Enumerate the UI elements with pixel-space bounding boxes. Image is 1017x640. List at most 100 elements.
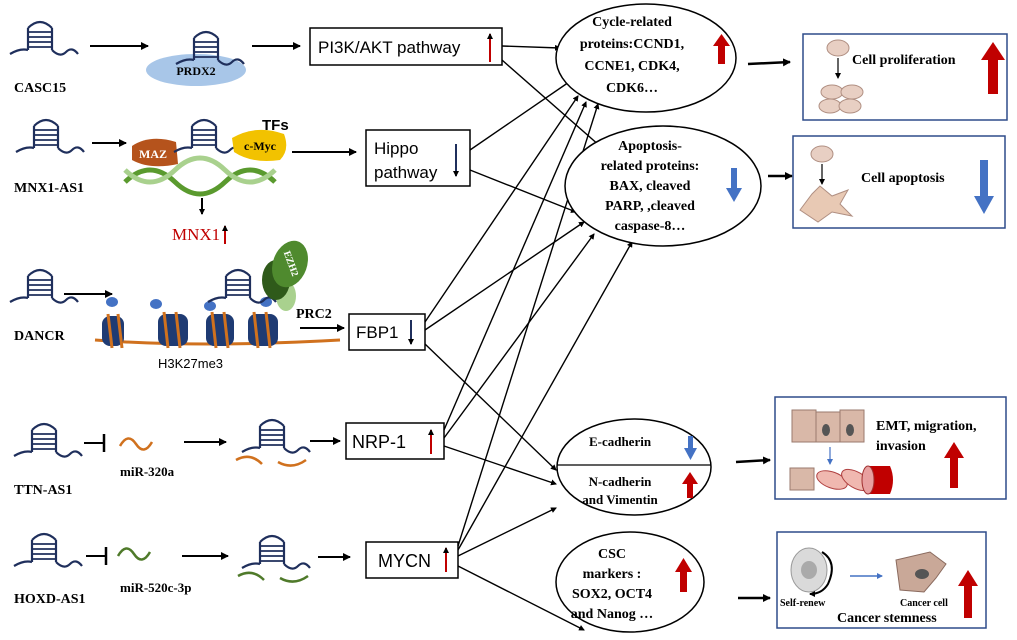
fbp1-emt-arrow: [424, 343, 557, 471]
mycn-apoptosis-arrow: [457, 241, 633, 551]
csc-markers-node: CSC markers : SOX2, OCT4 and Nanog …: [555, 531, 705, 633]
mnx1-bound-rna-icon: [172, 118, 244, 154]
apoptosis-line-2: related proteins:: [601, 159, 700, 174]
emt-label-1: EMT, migration,: [876, 419, 976, 434]
mnx1-row: MNX1-AS1 MAZ c-Myc TFs MNX1: [14, 117, 357, 244]
cycle-outcome-arrow: [747, 58, 791, 67]
dna-strand-b: [123, 155, 277, 185]
apoptotic-cell: [799, 185, 854, 223]
cycle-line-1: Cycle-related: [592, 15, 672, 30]
ncad-up-arrow-shaft: [687, 482, 693, 498]
self-renew-loop-arrow: [809, 551, 833, 597]
ncadherin-line-1: N-cadherin: [589, 474, 653, 489]
stemness-up-arrow-shaft: [964, 584, 972, 618]
pi3k-label: PI3K/AKT pathway: [318, 38, 461, 57]
hoxd-row: HOXD-AS1 miR-520c-3p: [12, 532, 351, 607]
proliferation-cell-cluster: [838, 98, 862, 114]
ecad-down-arrow-shaft: [688, 436, 693, 450]
ecadherin-label: E-cadherin: [589, 434, 652, 449]
apoptosis-outcome-box: Cell apoptosis: [792, 135, 1006, 229]
fbp1-label: FBP1: [356, 323, 399, 342]
ttn-bound-rna-icon: [240, 418, 312, 454]
proliferation-box: Cell proliferation: [802, 33, 1008, 121]
nrp1-label: NRP-1: [352, 432, 406, 452]
hoxd-as1-rna-icon: [12, 532, 84, 568]
csc-up-arrow-head: [675, 558, 692, 572]
casc15-row: CASC15 PRDX2: [8, 20, 301, 96]
pi3k-cycle-arrow: [501, 44, 561, 51]
nrp1-apoptosis-arrow: [443, 233, 595, 439]
proliferation-up-arrow-head: [981, 42, 1005, 60]
cadherin-outcome-arrow: [735, 456, 771, 465]
ncad-up-arrow-head: [682, 472, 698, 484]
nrp1-box: NRP-1: [345, 422, 445, 460]
emt-up-arrow-head: [944, 442, 964, 458]
nrp1-emt-arrow: [443, 445, 557, 486]
hoxd-as1-label: HOXD-AS1: [14, 592, 86, 607]
cell-apoptosis-down-arrow-shaft: [980, 160, 988, 198]
hippo-box: Hippo pathway: [365, 129, 471, 187]
emt-label-2: invasion: [876, 439, 926, 454]
h3k27me3-label: H3K27me3: [158, 356, 223, 371]
pi3k-apoptosis-arrow: [501, 59, 601, 147]
apoptosis-proteins-node: Apoptosis- related proteins: BAX, cleave…: [564, 125, 762, 247]
mesenchymal-cell-1: [816, 470, 848, 490]
maz-label: MAZ: [139, 147, 167, 161]
mycn-csc-arrow: [457, 565, 585, 631]
ttn-as1-rna-icon: [12, 422, 84, 458]
apoptosis-cell-top: [810, 145, 834, 163]
proliferation-up-arrow-shaft: [988, 58, 998, 94]
csc-line-3: SOX2, OCT4: [572, 587, 652, 602]
stemness-up-arrow-head: [958, 570, 978, 586]
ecad-down-arrow-head: [684, 448, 697, 460]
hippo-label-1: Hippo: [374, 139, 418, 158]
dancr-rna-icon: [8, 268, 80, 304]
mycn-emt-arrow: [457, 507, 557, 557]
cancer-stemness-label: Cancer stemness: [837, 611, 937, 626]
ttn-row: TTN-AS1 miR-320a: [12, 418, 341, 498]
csc-line-2: markers :: [583, 567, 642, 582]
cancer-cell-label: Cancer cell: [900, 598, 948, 609]
nrp1-cycle-arrow: [443, 101, 587, 431]
apoptosis-down-arrow-shaft: [731, 168, 737, 190]
prdx2-label: PRDX2: [176, 64, 215, 78]
cmyc-protein: [232, 129, 287, 161]
hoxd-bound-rna-icon: [240, 534, 312, 570]
cycle-line-2: proteins:CCND1,: [580, 37, 684, 52]
cycle-proteins-node: Cycle-related proteins:CCND1, CCNE1, CDK…: [555, 3, 737, 113]
maz-protein: [132, 138, 178, 167]
fbp1-box: FBP1: [348, 313, 426, 351]
hippo-cycle-arrow: [469, 79, 573, 151]
cell-apoptosis-down-arrow-head: [974, 196, 994, 214]
self-renew-label: Self-renew: [780, 598, 826, 609]
mnx1-as1-rna-icon: [14, 118, 86, 154]
hippo-label-2: pathway: [374, 163, 438, 182]
mir320a-label: miR-320a: [120, 464, 175, 479]
cycle-line-3: CCNE1, CDK4,: [584, 59, 679, 74]
cmyc-label: c-Myc: [244, 139, 277, 153]
ezh2-protein: [272, 240, 308, 288]
mycn-label: MYCN: [378, 551, 431, 571]
apoptosis-line-5: caspase-8…: [615, 219, 686, 234]
cycle-up-arrow-shaft: [718, 44, 725, 64]
proliferation-cell-top: [826, 39, 850, 57]
csc-line-1: CSC: [598, 547, 626, 562]
casc15-rna-icon: [8, 20, 80, 56]
apoptosis-line-4: PARP, ,cleaved: [605, 199, 695, 214]
apoptosis-line-1: Apoptosis-: [618, 139, 682, 154]
csc-line-4: and Nanog …: [571, 607, 653, 622]
dancr-row: DANCR EZH2 PRC2 H3K27me3: [8, 240, 345, 371]
emt-box: EMT, migration, invasion: [774, 396, 1007, 500]
dancr-label: DANCR: [14, 329, 65, 344]
csc-up-arrow-shaft: [680, 570, 687, 592]
mycn-box: MYCN: [365, 541, 459, 579]
cycle-up-arrow-head: [713, 34, 730, 46]
ttn-as1-label: TTN-AS1: [14, 483, 72, 498]
pi3k-box: PI3K/AKT pathway: [309, 27, 503, 66]
stemness-box: Self-renew Cancer cell Cancer stemness: [776, 531, 987, 629]
proliferation-label: Cell proliferation: [852, 53, 956, 68]
tfs-label: TFs: [262, 117, 289, 134]
fbp1-apoptosis-arrow: [424, 221, 585, 331]
prc2-label: PRC2: [296, 307, 332, 322]
